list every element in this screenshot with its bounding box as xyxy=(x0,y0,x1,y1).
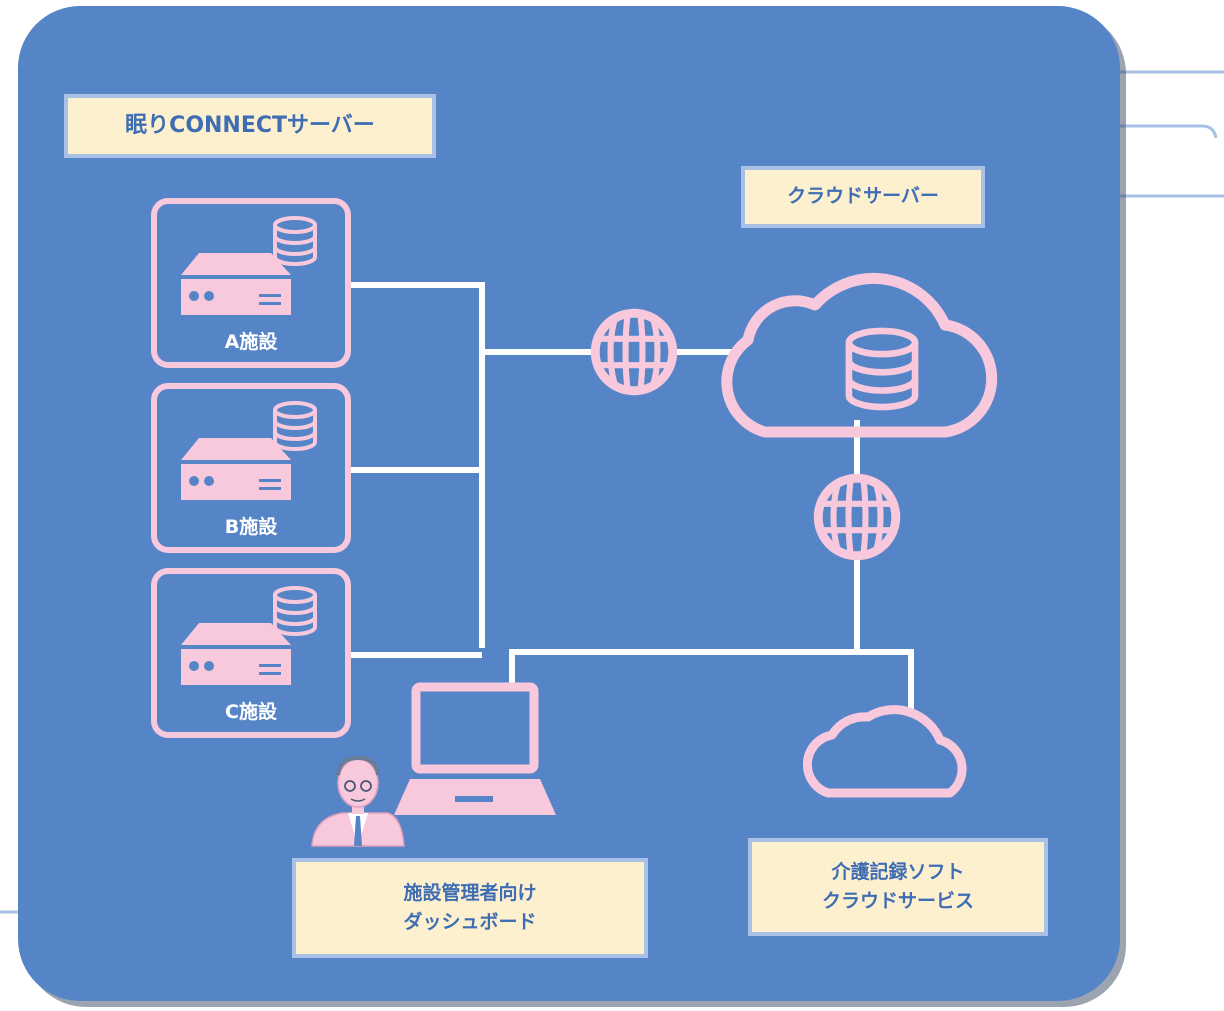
cloud-server-label-text: クラウドサーバー xyxy=(787,185,939,208)
connector-line-a xyxy=(349,282,485,648)
facility-label-c: C施設 xyxy=(225,701,277,723)
facility-label-b: B施設 xyxy=(224,516,278,538)
dashboard-label-line2: ダッシュボード xyxy=(403,911,537,933)
dashboard-label: 施設管理者向け ダッシュボード xyxy=(292,858,648,958)
cloud-icon xyxy=(721,272,998,438)
person-icon xyxy=(311,755,405,847)
cloud-server-label: クラウドサーバー xyxy=(741,166,985,228)
server-icon xyxy=(181,253,291,315)
leader-line-nemuri xyxy=(435,124,1218,139)
care-record-label-line2: クラウドサービス xyxy=(821,890,974,912)
cloud-icon xyxy=(802,705,967,798)
connector-line-bottom xyxy=(509,649,914,710)
dashboard-label-line1: 施設管理者向け xyxy=(403,881,537,904)
nemuri-server-label-text: 眠りCONNECTサーバー xyxy=(125,112,375,138)
care-record-label: 介護記録ソフト クラウドサービス xyxy=(748,838,1048,936)
facility-label-a: A施設 xyxy=(224,331,278,353)
server-icon xyxy=(181,623,291,685)
facility-c xyxy=(151,568,351,738)
cloud-server-icon xyxy=(721,272,998,438)
laptop-icon xyxy=(394,682,556,815)
nemuri-server-label: 眠りCONNECTサーバー xyxy=(64,94,436,158)
facility-a xyxy=(151,198,351,368)
facility-box-b xyxy=(151,383,351,553)
facility-box-c xyxy=(151,568,351,738)
facility-box-a xyxy=(151,198,351,368)
facility-b xyxy=(151,383,351,553)
server-icon xyxy=(181,438,291,500)
care-record-label-line1: 介護記録ソフト xyxy=(831,860,965,883)
